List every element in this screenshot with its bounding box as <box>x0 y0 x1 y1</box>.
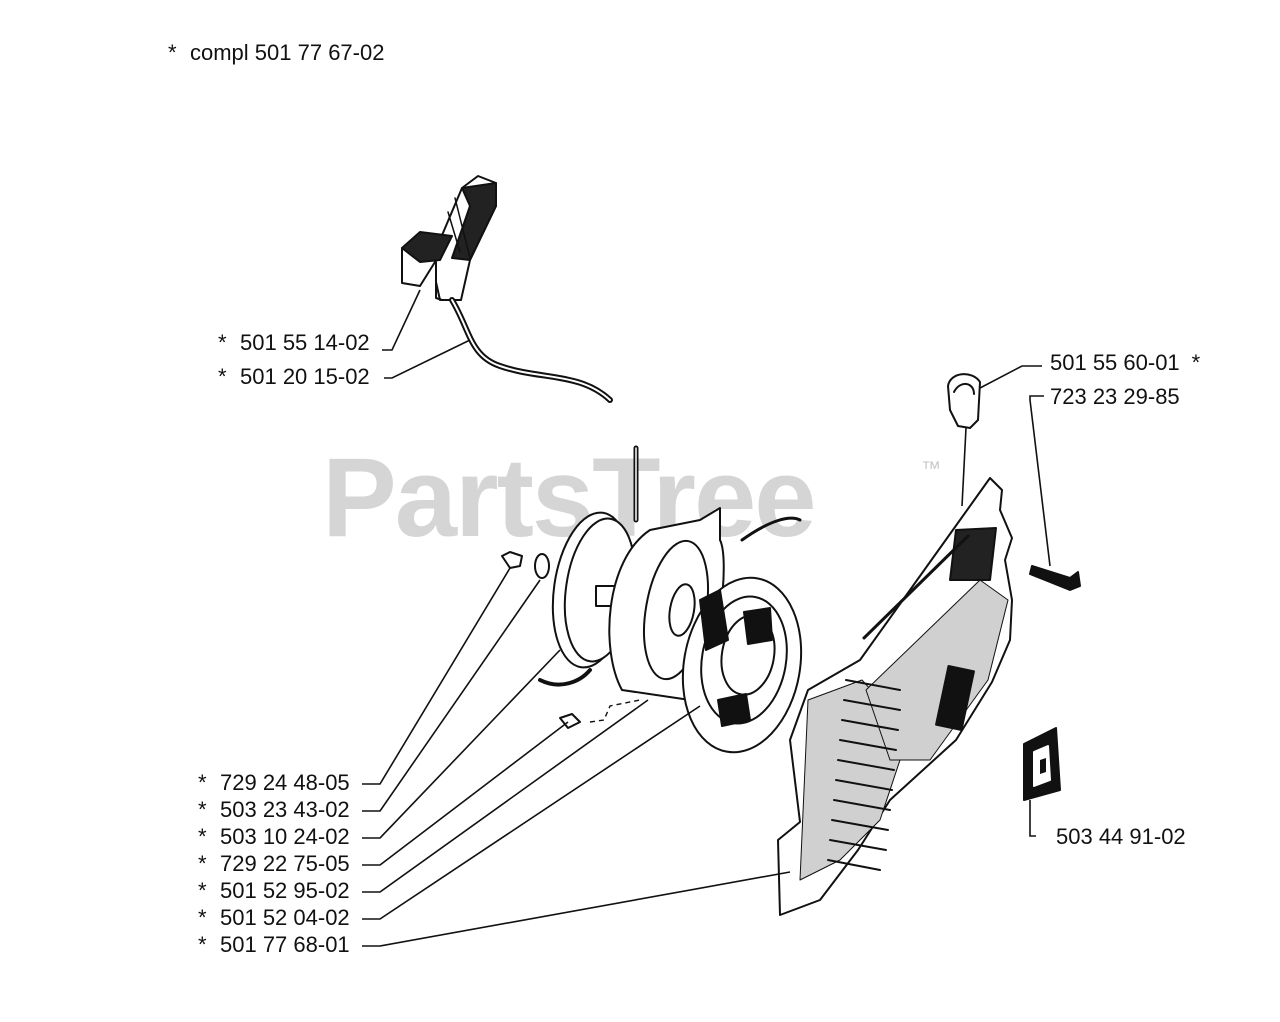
starter-rope-part <box>449 297 639 523</box>
trademark-symbol: ™ <box>921 458 941 480</box>
part-label-rewind-spring[interactable]: * 501 52 04-02 <box>198 907 350 929</box>
leader-lines <box>362 289 1051 947</box>
starter-cover-part <box>777 477 1013 916</box>
part-label-spring-housing[interactable]: * 501 52 95-02 <box>198 880 350 902</box>
marker-asterisk: * <box>198 878 207 903</box>
header-asterisk: * <box>168 40 177 65</box>
part-number: 503 10 24-02 <box>220 824 350 849</box>
part-label-screw[interactable]: * 729 24 48-05 <box>198 772 350 794</box>
cap-part <box>947 373 981 429</box>
decal-part <box>1023 727 1061 801</box>
compl-header: * compl 501 77 67-02 <box>168 42 384 64</box>
part-label-cap[interactable]: 501 55 60-01 * <box>1050 352 1200 374</box>
part-label-starter-cover[interactable]: * 501 77 68-01 <box>198 934 350 956</box>
compl-text: compl 501 77 67-02 <box>190 40 385 65</box>
part-label-decal[interactable]: 503 44 91-02 <box>1056 826 1186 848</box>
cover-vent-slots <box>827 679 901 871</box>
watermark: PartsTree <box>322 435 817 560</box>
rewind-spring-part <box>681 516 803 754</box>
part-number: 503 23 43-02 <box>220 797 350 822</box>
marker-asterisk: * <box>218 364 227 389</box>
marker-asterisk: * <box>198 797 207 822</box>
marker-asterisk: * <box>198 851 207 876</box>
part-number: 503 44 91-02 <box>1056 824 1186 849</box>
handle-grip-part <box>401 175 497 301</box>
part-number: 501 55 60-01 <box>1050 350 1180 375</box>
marker-asterisk: * <box>218 330 227 355</box>
part-number: 723 23 29-85 <box>1050 384 1180 409</box>
part-label-pawl-screw[interactable]: * 729 22 75-05 <box>198 853 350 875</box>
part-number: 501 52 95-02 <box>220 878 350 903</box>
marker-asterisk: * <box>1191 350 1201 375</box>
part-number: 501 55 14-02 <box>240 330 370 355</box>
part-number: 501 52 04-02 <box>220 905 350 930</box>
marker-asterisk: * <box>198 905 207 930</box>
marker-asterisk: * <box>198 770 207 795</box>
part-label-handle-grip[interactable]: * 501 55 14-02 <box>218 332 370 354</box>
part-label-washer[interactable]: * 503 23 43-02 <box>198 799 350 821</box>
part-number: 501 77 68-01 <box>220 932 350 957</box>
small-parts <box>501 551 581 729</box>
marker-asterisk: * <box>198 932 207 957</box>
part-number: 729 24 48-05 <box>220 770 350 795</box>
part-label-screw-right[interactable]: 723 23 29-85 <box>1050 386 1180 408</box>
part-label-starter-rope[interactable]: * 501 20 15-02 <box>218 366 370 388</box>
part-number: 501 20 15-02 <box>240 364 370 389</box>
part-label-pulley[interactable]: * 503 10 24-02 <box>198 826 350 848</box>
screw-right-part <box>1029 565 1081 591</box>
part-number: 729 22 75-05 <box>220 851 350 876</box>
marker-asterisk: * <box>198 824 207 849</box>
